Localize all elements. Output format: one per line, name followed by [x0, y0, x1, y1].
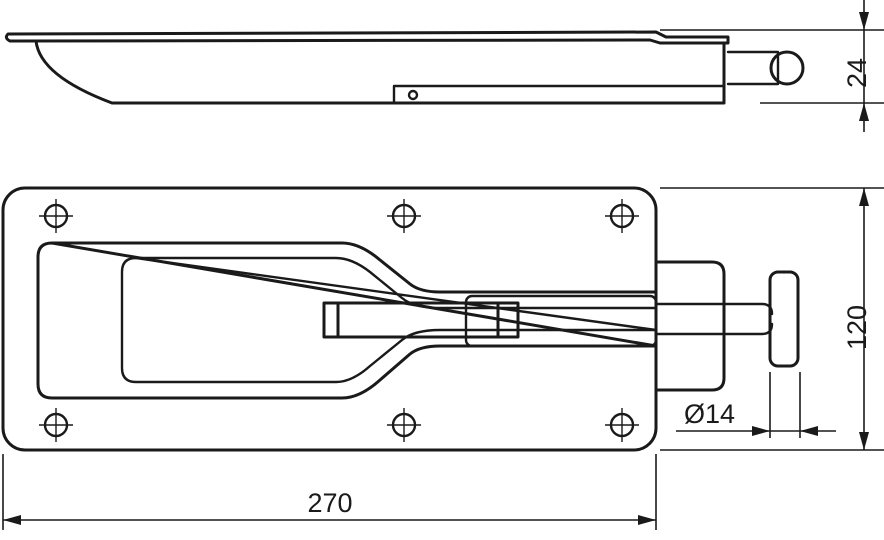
top-view-pin	[654, 302, 774, 336]
mounting-hole	[39, 199, 73, 233]
dimension-length-total: 270	[2, 454, 657, 530]
dimension-height-side: 24	[660, 0, 884, 132]
top-view-recess-outer	[36, 241, 658, 400]
top-view-recess-inner	[120, 256, 658, 384]
top-view-guide-tab	[654, 260, 726, 392]
dimension-label-120: 120	[842, 305, 872, 350]
top-view	[1, 186, 800, 452]
side-view	[4, 30, 805, 105]
dimension-width-top: 120	[660, 187, 884, 451]
top-view-handle	[322, 301, 520, 339]
mounting-hole	[605, 408, 639, 442]
side-view-tray	[34, 39, 726, 105]
side-view-top-plate	[4, 30, 730, 45]
side-view-pin-head	[769, 50, 805, 86]
side-view-slider	[392, 84, 726, 105]
mounting-hole	[605, 199, 639, 233]
mounting-hole	[387, 408, 421, 442]
mounting-holes	[39, 199, 639, 442]
mounting-hole	[39, 408, 73, 442]
dimension-label-270: 270	[307, 488, 352, 518]
dimension-label-diameter: Ø14	[684, 399, 735, 429]
dimension-label-24: 24	[842, 58, 872, 88]
top-view-slider-block	[464, 294, 658, 348]
side-view-pin	[726, 50, 780, 86]
mounting-hole	[387, 199, 421, 233]
side-view-rivet	[407, 89, 419, 101]
dimension-pin-diameter: Ø14	[676, 372, 836, 438]
top-view-pin-knob	[768, 270, 800, 368]
top-view-base-plate	[1, 186, 658, 452]
